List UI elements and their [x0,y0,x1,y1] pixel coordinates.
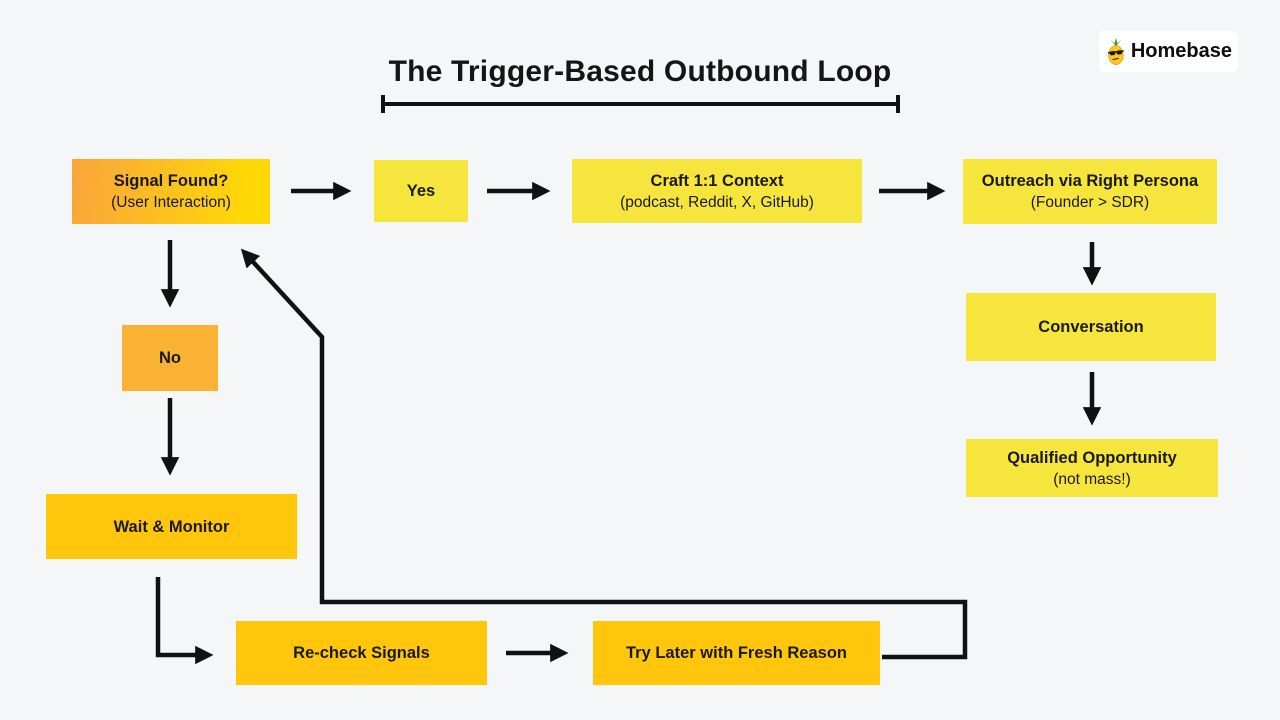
node-outreach-right-persona: Outreach via Right Persona (Founder > SD… [963,159,1217,224]
logo-text: Homebase [1130,40,1232,62]
node-try-later-fresh-reason: Try Later with Fresh Reason [593,621,880,685]
node-title: Craft 1:1 Context [650,171,784,190]
node-subtitle: (User Interaction) [111,194,231,211]
node-subtitle: (not mass!) [1053,470,1131,488]
node-subtitle: (podcast, Reddit, X, GitHub) [620,193,814,211]
arrow-loop-back-to-signal [240,248,968,660]
node-title: Yes [406,182,436,200]
node-title: Try Later with Fresh Reason [626,644,847,662]
node-wait-and-monitor: Wait & Monitor [46,494,297,559]
node-craft-context: Craft 1:1 Context (podcast, Reddit, X, G… [572,159,862,223]
node-title: No [159,349,181,367]
node-title: Qualified Opportunity [1007,448,1177,467]
pineapple-sunglasses-icon [1107,37,1124,65]
node-title: Outreach via Right Persona [981,172,1199,190]
title-underline-bracket [381,95,900,113]
node-subtitle: (Founder > SDR) [1030,194,1150,211]
node-title: Re-check Signals [293,644,430,662]
homebase-logo: Homebase [1099,31,1238,72]
arrow-wait-to-recheck [155,577,214,665]
node-recheck-signals: Re-check Signals [236,621,487,685]
node-yes: Yes [374,160,468,222]
node-title: Conversation [1038,318,1144,336]
page-title: The Trigger-Based Outbound Loop [388,55,892,88]
node-title: Signal Found? [113,172,229,190]
node-title: Wait & Monitor [113,517,230,536]
node-signal-found: Signal Found? (User Interaction) [72,159,270,224]
node-qualified-opportunity: Qualified Opportunity (not mass!) [966,439,1218,497]
node-no: No [122,325,218,391]
node-conversation: Conversation [966,293,1216,361]
